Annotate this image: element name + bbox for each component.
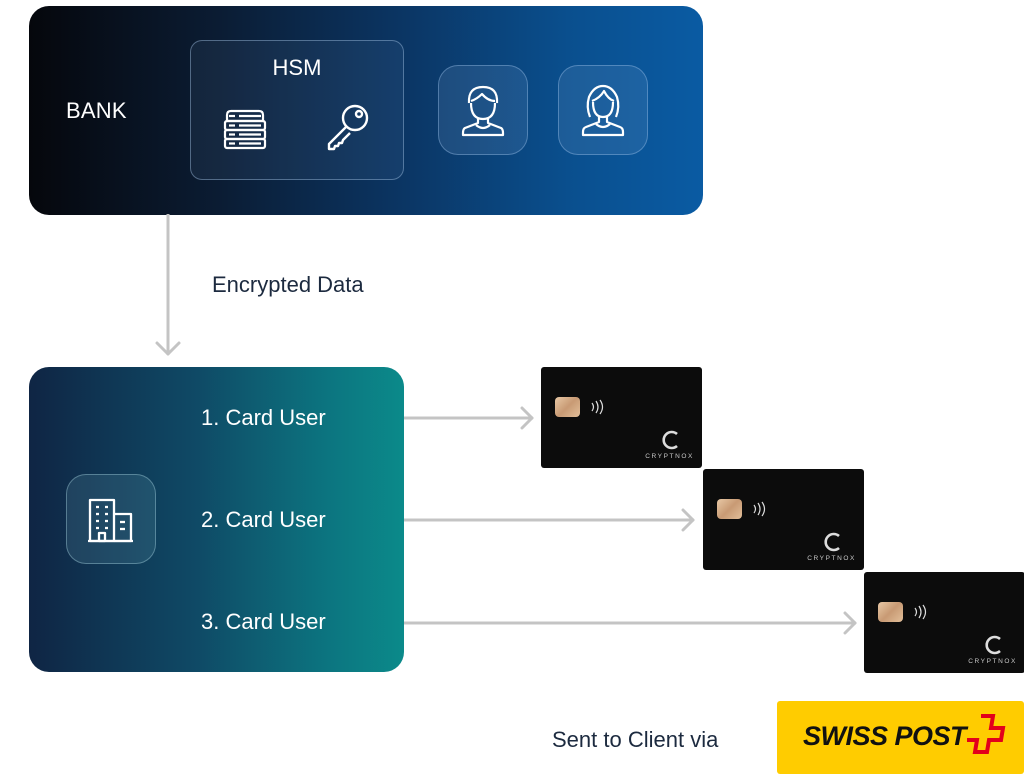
contactless-icon	[753, 501, 766, 517]
card-user-2-arrow	[404, 508, 695, 532]
server-icon	[223, 109, 267, 150]
swiss-cross-icon	[967, 714, 1006, 754]
bank-label: BANK	[66, 98, 127, 123]
card-brand: CRYPTNOX	[968, 658, 1017, 665]
hsm-title: HSM	[272, 55, 322, 80]
card-user-1-label: 1. Card User	[201, 405, 326, 430]
key-icon	[327, 104, 369, 151]
chip-icon	[555, 397, 580, 417]
card-2: CRYPTNOX	[703, 469, 864, 570]
bank-panel	[29, 6, 703, 215]
card-brand: CRYPTNOX	[807, 555, 856, 562]
building-icon	[88, 498, 133, 543]
chip-icon	[717, 499, 742, 519]
building-tile	[66, 474, 156, 564]
contactless-icon	[591, 399, 604, 415]
female-user-tile	[558, 65, 648, 155]
card-user-2-label: 2. Card User	[201, 507, 326, 532]
card-1: CRYPTNOX	[541, 367, 702, 468]
cryptnox-logo-icon	[662, 430, 678, 450]
sent-to-client-label: Sent to Client via	[552, 727, 719, 752]
encrypted-data-label: Encrypted Data	[212, 272, 364, 297]
male-user-icon	[461, 85, 505, 137]
card-user-3-label: 3. Card User	[201, 609, 326, 634]
female-user-icon	[581, 84, 625, 137]
card-brand: CRYPTNOX	[645, 453, 694, 460]
card-users-panel	[29, 367, 404, 672]
male-user-tile	[438, 65, 528, 155]
swiss-post-wordmark: SWISS POST	[803, 721, 967, 751]
contactless-icon	[914, 604, 927, 620]
chip-icon	[878, 602, 903, 622]
card-user-1-arrow	[404, 406, 534, 430]
swiss-post-logo: SWISS POST	[777, 701, 1024, 774]
cryptnox-logo-icon	[985, 635, 1001, 655]
card-user-3-arrow	[404, 611, 857, 635]
cryptnox-logo-icon	[824, 532, 840, 552]
card-3: CRYPTNOX	[864, 572, 1024, 673]
encrypted-data-arrow	[155, 214, 181, 356]
hsm-box: HSM	[190, 40, 404, 180]
